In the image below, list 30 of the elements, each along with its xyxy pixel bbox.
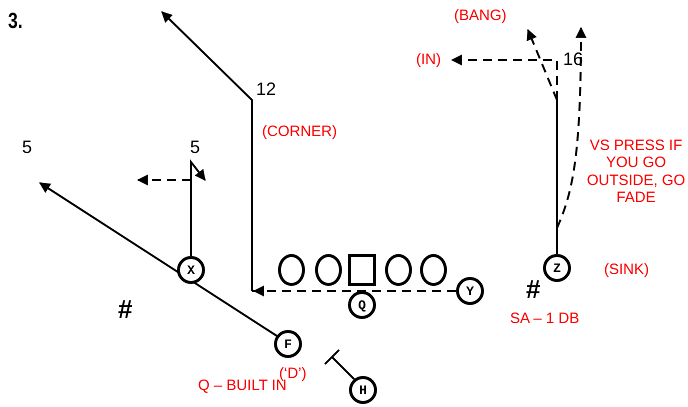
coaching-note: SA – 1 DB (510, 311, 580, 326)
lineman-circle (420, 254, 446, 286)
player-circle: X (177, 256, 205, 284)
coaching-note: VS PRESS IF YOU GO OUTSIDE, GO FADE (586, 137, 686, 206)
route-label: (CORNER) (262, 124, 337, 139)
route-arrow (161, 11, 457, 296)
player-note: (‘D’) (279, 366, 306, 381)
coaching-note: Q – BUILT IN (198, 378, 287, 393)
route-label: (IN) (416, 52, 441, 67)
depth-number: 5 (22, 138, 32, 156)
player-circle: F (274, 330, 302, 358)
route-arrow (556, 26, 586, 255)
hash-mark: # (526, 276, 540, 302)
player-circle: Z (543, 254, 571, 282)
route-label: (BANG) (454, 8, 506, 23)
route-arrow (39, 182, 278, 337)
lineman-circle (384, 254, 412, 286)
center-square (348, 254, 376, 286)
player-circle: Y (456, 277, 484, 305)
player-circle: H (349, 376, 377, 404)
route-arrow (136, 174, 192, 257)
player-note: (SINK) (604, 262, 649, 277)
route-arrow (324, 348, 355, 380)
lineman-circle (314, 254, 342, 286)
depth-number: 12 (256, 80, 276, 98)
depth-number: 5 (190, 138, 200, 156)
lineman-circle (278, 254, 304, 286)
hash-mark: # (118, 296, 132, 322)
player-circle: Q (348, 291, 376, 319)
play-number: 3. (8, 10, 23, 32)
